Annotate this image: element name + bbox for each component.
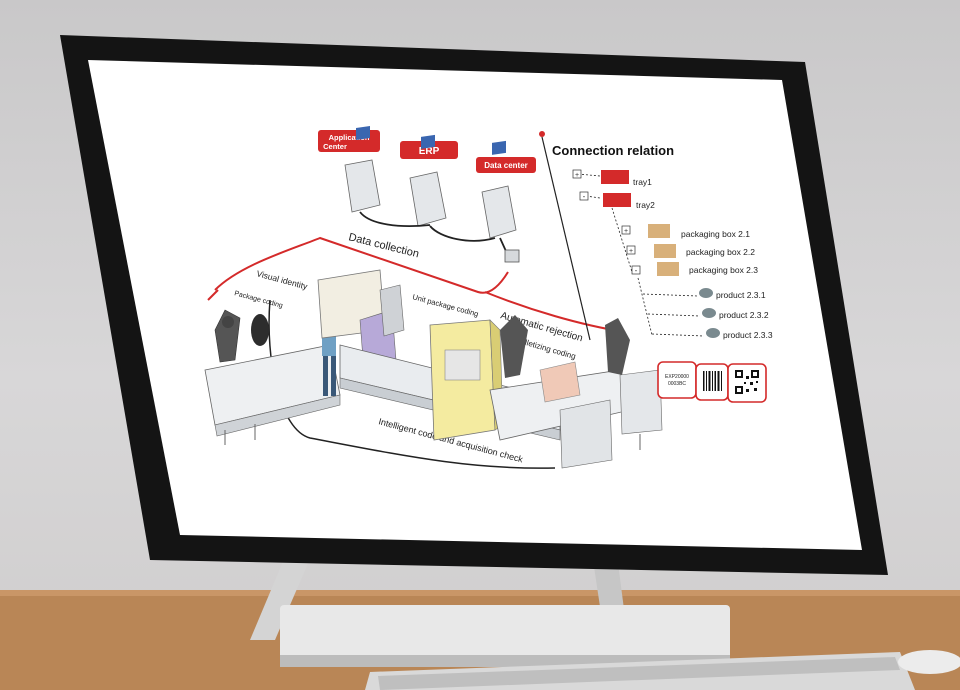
- box2-expand-button[interactable]: [626, 245, 636, 255]
- barcode-icon: [703, 371, 722, 391]
- text-code-line-2: 0003BC: [668, 381, 686, 387]
- data-center-label: Data center: [484, 161, 528, 170]
- box3-icon: [657, 262, 679, 276]
- tree-root-dot: [539, 131, 545, 137]
- connection-title: Connection relation: [552, 143, 674, 158]
- screen: [88, 60, 862, 550]
- tray1-label: tray1: [633, 177, 652, 187]
- box2-label: packaging box 2.2: [686, 247, 755, 257]
- keyboard: [365, 652, 915, 690]
- box3-label: packaging box 2.3: [689, 265, 758, 275]
- data-center-box: Data center: [476, 157, 536, 173]
- product1-icon: [699, 288, 713, 298]
- connection-tree: Connection relation + tray1 - tray2 + pa…: [539, 131, 773, 341]
- code-cards: EXP20000 0003BC: [657, 361, 767, 403]
- qr-code-icon: [735, 370, 759, 394]
- screen-content: Application Center ERP Data center: [204, 125, 773, 469]
- box2-icon: [654, 244, 676, 258]
- product2-icon: [702, 308, 716, 318]
- box1-expand-button[interactable]: [621, 225, 631, 235]
- tray2-label: tray2: [636, 200, 655, 210]
- svg-text:+: +: [629, 248, 633, 255]
- svg-text:+: +: [575, 172, 579, 179]
- mouse: [898, 650, 960, 674]
- product3-label: product 2.3.3: [723, 330, 773, 340]
- product1-label: product 2.3.1: [716, 290, 766, 300]
- tray1-icon: [601, 170, 629, 184]
- app-center-label-1: Application: [329, 133, 370, 142]
- app-center-box: Application Center: [318, 130, 380, 152]
- data-collection-line-left: [207, 289, 219, 301]
- server-cabinet-erp: [409, 134, 447, 227]
- svg-text:-: -: [583, 192, 586, 201]
- svg-text:+: +: [624, 228, 628, 235]
- network-terminal: [504, 249, 520, 263]
- box1-icon: [648, 224, 670, 238]
- product2-label: product 2.3.2: [719, 310, 769, 320]
- app-center-label-2: Center: [323, 142, 347, 151]
- server-cabinet-app: [344, 125, 381, 213]
- svg-text:-: -: [635, 266, 638, 275]
- product3-icon: [706, 328, 720, 338]
- text-code-line-1: EXP20000: [665, 374, 689, 380]
- box1-label: packaging box 2.1: [681, 229, 750, 239]
- qr-card: [727, 363, 767, 403]
- tray1-expand-button[interactable]: [572, 169, 582, 179]
- erp-box: ERP: [400, 141, 458, 159]
- tray2-collapse-button[interactable]: [579, 191, 589, 201]
- box3-collapse-button[interactable]: [631, 265, 641, 275]
- erp-label: ERP: [419, 146, 440, 157]
- text-code-card: [657, 361, 697, 399]
- server-cabinet-data: [481, 140, 517, 239]
- production-line: [204, 269, 663, 469]
- tray2-icon: [603, 193, 631, 207]
